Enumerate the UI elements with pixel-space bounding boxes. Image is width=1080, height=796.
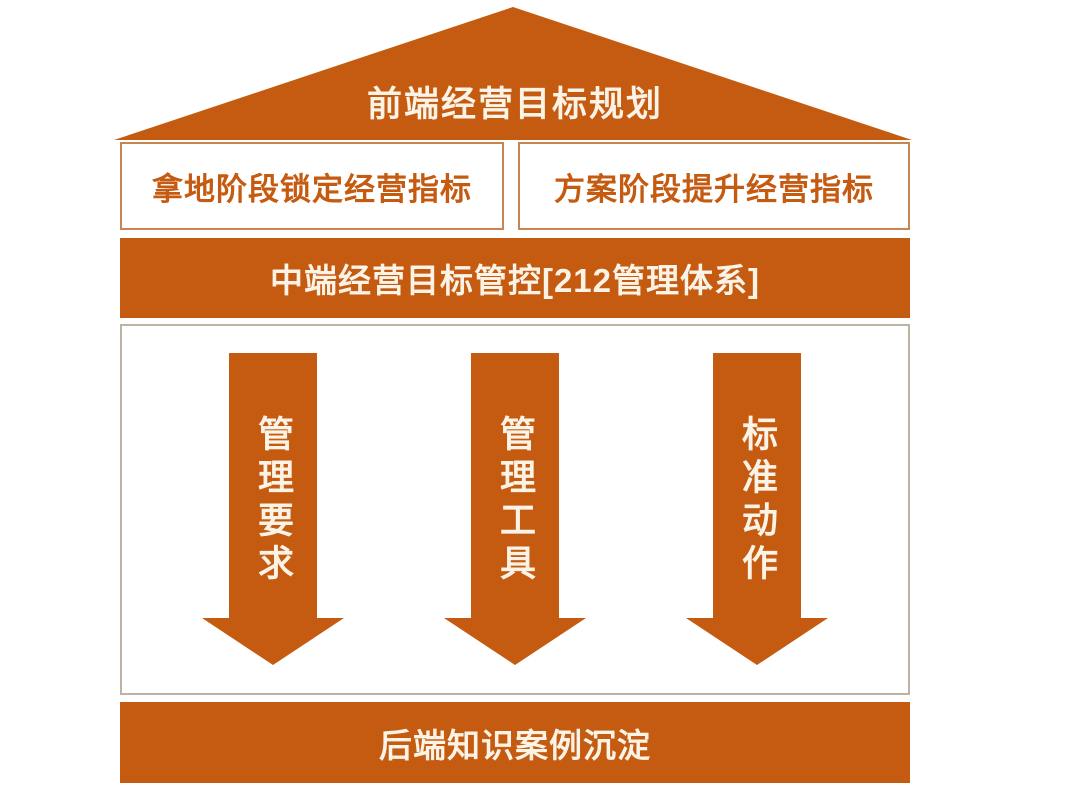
arrow-standard-actions-label: 标准动作 xyxy=(737,415,778,587)
bottom-knowledge-bar: 后端知识案例沉淀 xyxy=(120,702,910,783)
stage-box-land-acquisition: 拿地阶段锁定经营指标 xyxy=(120,142,504,230)
down-arrow-icon xyxy=(686,353,828,665)
arrow-management-tools-label: 管理工具 xyxy=(495,415,536,587)
mid-control-bar-label: 中端经营目标管控[212管理体系] xyxy=(269,262,761,299)
control-panel: 管理要求 管理工具 标准动作 xyxy=(120,324,910,695)
arrow-standard-actions: 标准动作 xyxy=(686,353,828,665)
roof-title: 前端经营目标规划 xyxy=(366,85,663,124)
arrow-management-tools: 管理工具 xyxy=(444,353,586,665)
arrow-management-requirements-label: 管理要求 xyxy=(253,415,294,587)
down-arrow-icon xyxy=(202,353,344,665)
down-arrow-icon xyxy=(444,353,586,665)
mid-control-bar: 中端经营目标管控[212管理体系] xyxy=(120,238,910,318)
arrow-management-requirements: 管理要求 xyxy=(202,353,344,665)
stage-box-land-acquisition-label: 拿地阶段锁定经营指标 xyxy=(152,171,472,207)
stage-box-scheme: 方案阶段提升经营指标 xyxy=(518,142,910,230)
bottom-knowledge-bar-label: 后端知识案例沉淀 xyxy=(379,726,651,764)
stage-box-scheme-label: 方案阶段提升经营指标 xyxy=(554,171,874,207)
roof-triangle xyxy=(114,7,912,140)
